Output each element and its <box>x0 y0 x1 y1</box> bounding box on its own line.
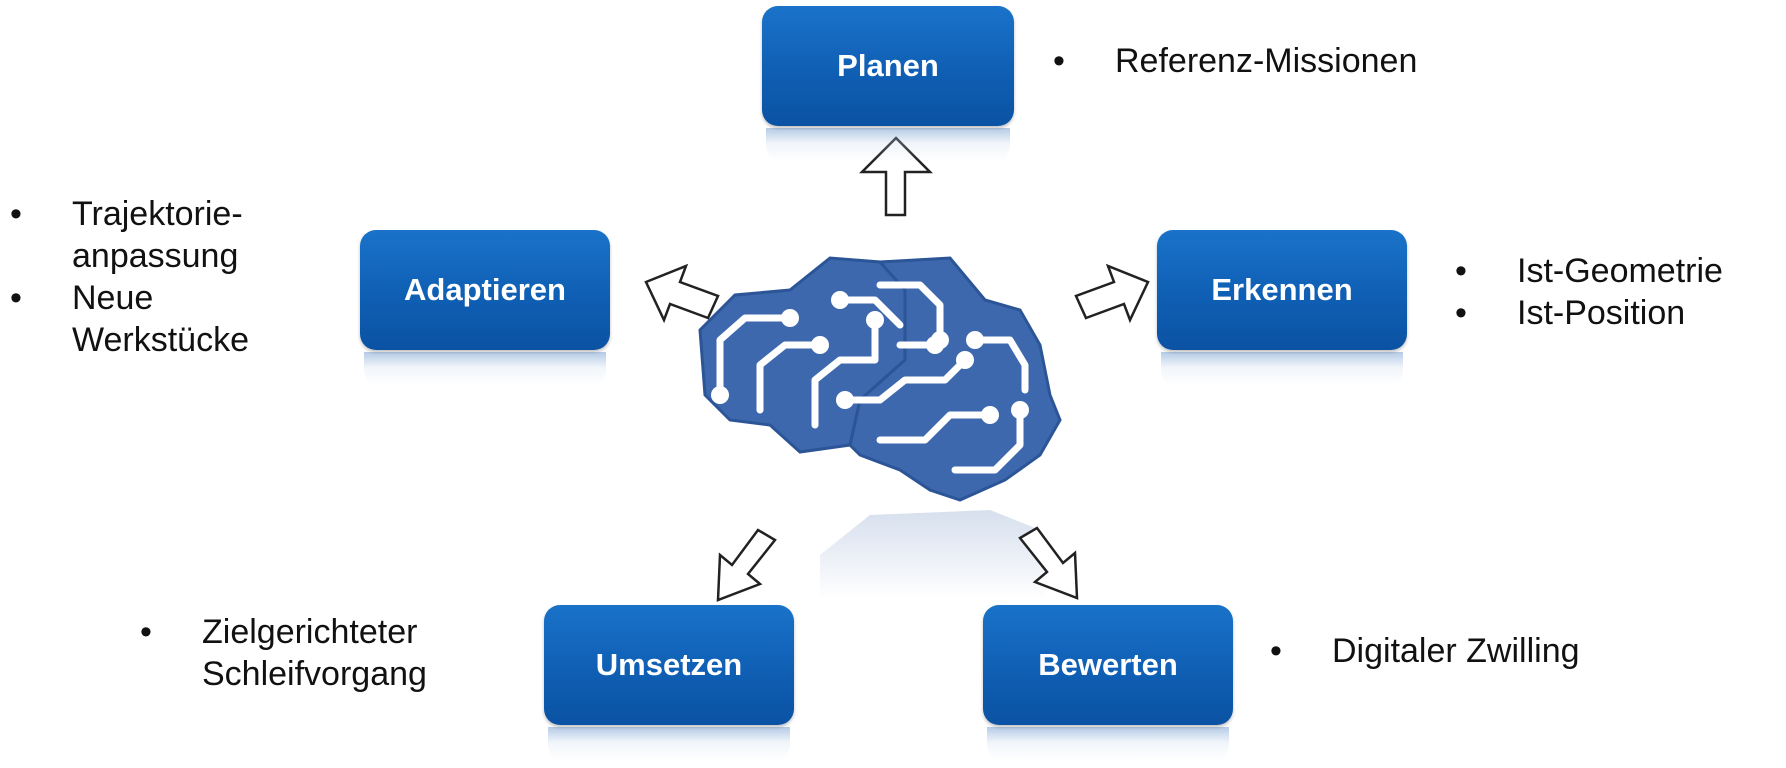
list-item: Digitaler Zwilling <box>1270 630 1590 672</box>
erkennen-label: Erkennen <box>1211 272 1353 307</box>
list-item: Zielgerichteter Schleifvorgang <box>140 611 520 695</box>
bewerten-box-reflection <box>987 727 1229 761</box>
list-item: Trajektorie-anpassung <box>10 193 300 277</box>
adaptieren-bullet-list: Trajektorie-anpassung Neue Werkstücke <box>10 193 300 361</box>
umsetzen-label: Umsetzen <box>595 647 743 682</box>
erkennen-bullet-list: Ist-Geometrie Ist-Position <box>1455 250 1785 334</box>
list-item: Referenz-Missionen <box>1053 40 1533 82</box>
arrow-to-planen-icon <box>858 136 934 217</box>
umsetzen-box: Umsetzen <box>544 605 794 725</box>
arrow-to-erkennen-icon <box>1074 263 1150 324</box>
erkennen-box-reflection <box>1161 352 1403 386</box>
planen-box-reflection <box>766 128 1010 162</box>
umsetzen-box-reflection <box>548 727 790 761</box>
adaptieren-box-reflection <box>364 352 606 386</box>
arrow-to-umsetzen-icon <box>716 528 777 602</box>
arrow-to-bewerten-icon <box>1018 526 1079 600</box>
bewerten-label: Bewerten <box>1038 647 1178 682</box>
brain-reflection <box>820 510 1060 600</box>
list-item: Ist-Geometrie <box>1455 250 1785 292</box>
arrow-to-adaptieren-icon <box>644 263 720 324</box>
planen-box: Planen <box>762 6 1014 126</box>
planen-bullet-list: Referenz-Missionen <box>1053 40 1533 82</box>
list-item: Neue Werkstücke <box>10 277 300 361</box>
planen-label: Planen <box>837 48 939 83</box>
list-item: Ist-Position <box>1455 292 1785 334</box>
adaptieren-box: Adaptieren <box>360 230 610 350</box>
erkennen-box: Erkennen <box>1157 230 1407 350</box>
bewerten-bullet-list: Digitaler Zwilling <box>1270 630 1590 672</box>
circuit-brain-icon <box>698 256 1062 502</box>
adaptieren-label: Adaptieren <box>404 272 566 307</box>
bewerten-box: Bewerten <box>983 605 1233 725</box>
umsetzen-bullet-list: Zielgerichteter Schleifvorgang <box>140 611 520 695</box>
